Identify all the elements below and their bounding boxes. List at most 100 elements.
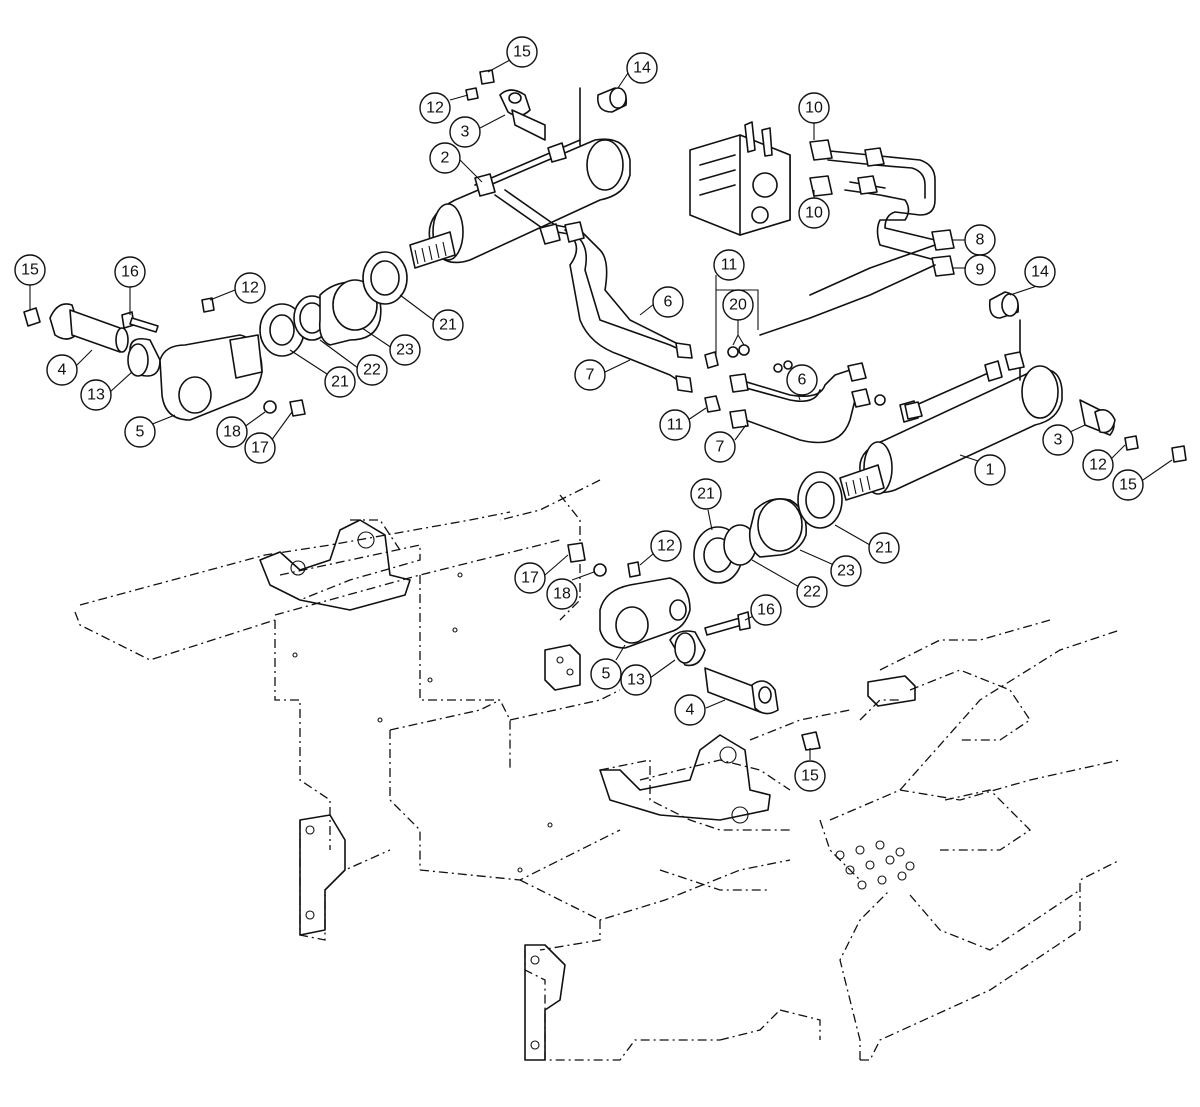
svg-text:23: 23 <box>396 342 414 359</box>
callout-3-right: 3 <box>1042 424 1074 456</box>
steel-lines <box>759 139 955 336</box>
callout-16-mid: 16 <box>750 594 782 626</box>
callout-15-right: 15 <box>1112 469 1144 501</box>
frame-plates <box>259 519 916 1061</box>
svg-text:11: 11 <box>667 417 684 434</box>
svg-text:15: 15 <box>1119 477 1137 494</box>
svg-text:10: 10 <box>805 100 823 117</box>
svg-text:15: 15 <box>801 768 819 785</box>
callout-5-left: 5 <box>124 416 156 448</box>
svg-text:4: 4 <box>58 362 67 379</box>
step-plate-holes <box>835 840 915 890</box>
small-parts <box>23 69 1187 751</box>
svg-text:23: 23 <box>837 563 855 580</box>
callout-7-top: 7 <box>574 359 606 391</box>
callout-18-mid: 18 <box>546 578 578 610</box>
callout-12-mid: 12 <box>650 530 682 562</box>
callout-6-mid: 6 <box>786 364 818 396</box>
callout-3-top: 3 <box>449 116 481 148</box>
svg-text:16: 16 <box>121 264 139 281</box>
svg-text:2: 2 <box>441 150 450 167</box>
callout-18-left: 18 <box>216 416 248 448</box>
callout-17-mid: 17 <box>514 562 546 594</box>
callout-12-right: 12 <box>1082 449 1114 481</box>
callout-16-left: 16 <box>114 256 146 288</box>
callout-11-top: 11 <box>713 249 745 281</box>
svg-text:6: 6 <box>798 372 807 389</box>
callout-15-bottom: 15 <box>794 760 826 792</box>
callout-13-left: 13 <box>80 379 112 411</box>
callout-8: 8 <box>964 224 996 256</box>
right-cylinder <box>839 319 1063 501</box>
svg-text:16: 16 <box>757 602 775 619</box>
svg-text:13: 13 <box>87 387 105 404</box>
svg-text:12: 12 <box>241 280 259 297</box>
svg-text:18: 18 <box>553 586 571 603</box>
callout-23-mid: 23 <box>830 555 862 587</box>
callout-10-a: 10 <box>798 92 830 124</box>
svg-text:17: 17 <box>251 440 269 457</box>
svg-text:15: 15 <box>513 44 531 61</box>
svg-text:21: 21 <box>331 374 349 391</box>
callout-20: 20 <box>722 289 754 321</box>
callout-15-top: 15 <box>506 36 538 68</box>
svg-text:11: 11 <box>721 257 738 274</box>
svg-text:3: 3 <box>1054 432 1063 449</box>
svg-text:12: 12 <box>1089 457 1107 474</box>
callout-7-mid: 7 <box>704 431 736 463</box>
callout-21-upper: 21 <box>432 309 464 341</box>
callout-12-top: 12 <box>419 92 451 124</box>
callout-4-mid: 4 <box>674 694 706 726</box>
svg-text:12: 12 <box>657 538 675 555</box>
svg-text:8: 8 <box>976 232 985 249</box>
valve-block <box>544 644 581 691</box>
callout-14-top: 14 <box>626 52 658 84</box>
callout-5-mid: 5 <box>590 658 622 690</box>
svg-text:21: 21 <box>875 540 893 557</box>
callout-4-left: 4 <box>46 354 78 386</box>
upper-cylinder <box>409 87 631 269</box>
callout-9: 9 <box>964 254 996 286</box>
svg-text:22: 22 <box>363 362 381 379</box>
svg-text:13: 13 <box>627 672 645 689</box>
svg-text:21: 21 <box>697 486 715 503</box>
callout-6-top: 6 <box>652 286 684 318</box>
svg-text:14: 14 <box>633 60 651 77</box>
svg-text:5: 5 <box>602 666 611 683</box>
callouts: 15 14 12 3 2 10 10 8 9 11 20 14 15 16 12… <box>14 36 1144 792</box>
callout-1: 1 <box>974 454 1006 486</box>
svg-text:1: 1 <box>986 462 995 479</box>
callout-22-mid: 22 <box>796 576 828 608</box>
callout-2: 2 <box>429 142 461 174</box>
svg-text:18: 18 <box>223 424 241 441</box>
svg-text:12: 12 <box>426 100 444 117</box>
callout-11-mid: 11 <box>659 409 691 441</box>
upper-hoses <box>494 189 693 393</box>
lower-hoses <box>729 362 871 444</box>
callout-22-left: 22 <box>356 354 388 386</box>
svg-text:7: 7 <box>586 367 595 384</box>
callout-13-mid: 13 <box>620 664 652 696</box>
callout-14-right: 14 <box>1024 256 1056 288</box>
svg-text:7: 7 <box>716 439 725 456</box>
svg-text:3: 3 <box>461 124 470 141</box>
callout-17-left: 17 <box>244 432 276 464</box>
callout-10-b: 10 <box>798 197 830 229</box>
control-valve <box>689 121 791 236</box>
svg-text:5: 5 <box>136 424 145 441</box>
svg-text:20: 20 <box>729 297 747 314</box>
callout-23-left: 23 <box>389 334 421 366</box>
svg-text:4: 4 <box>686 702 695 719</box>
svg-text:17: 17 <box>521 570 539 587</box>
svg-text:14: 14 <box>1031 264 1049 281</box>
svg-text:6: 6 <box>664 294 673 311</box>
callout-21-mid-right: 21 <box>868 532 900 564</box>
svg-text:10: 10 <box>805 205 823 222</box>
callout-21-mid-top: 21 <box>690 478 722 510</box>
callout-15-left: 15 <box>14 254 46 286</box>
callout-12-left: 12 <box>234 272 266 304</box>
callout-21-left: 21 <box>324 366 356 398</box>
svg-text:9: 9 <box>976 262 985 279</box>
leader-lines <box>29 59 1173 760</box>
